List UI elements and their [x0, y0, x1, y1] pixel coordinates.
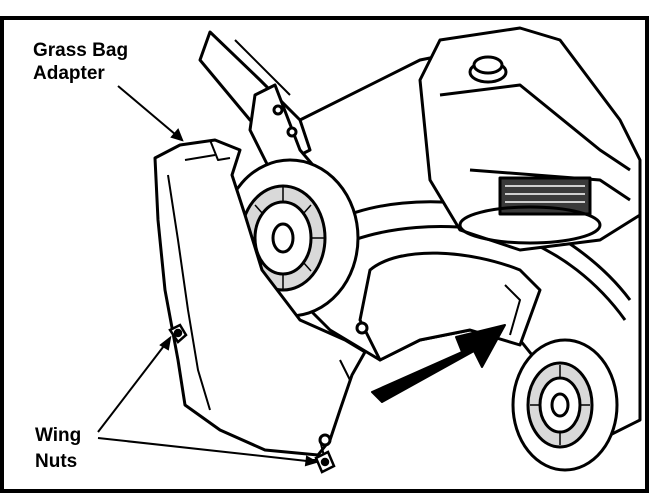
wing-nut-lower — [314, 450, 336, 474]
leader-lines — [97, 85, 319, 467]
grass-bag-adapter-label-line2: Adapter — [33, 63, 105, 84]
engine — [418, 26, 642, 252]
leader-wing-nut-upper — [97, 337, 171, 433]
wing-nuts-label-line2: Nuts — [35, 451, 78, 472]
front-wheel — [511, 338, 619, 472]
install-direction-arrow — [371, 324, 506, 403]
wing-nut-upper — [168, 323, 188, 344]
grass-bag-adapter-label-line1: Grass Bag — [33, 40, 129, 61]
leader-wing-nut-lower — [97, 437, 317, 463]
grass-bag-adapter — [153, 138, 369, 461]
leader-grass-bag-adapter — [117, 85, 183, 141]
rear-wheel — [220, 158, 360, 318]
wing-nuts-label-line1: Wing — [35, 425, 82, 446]
